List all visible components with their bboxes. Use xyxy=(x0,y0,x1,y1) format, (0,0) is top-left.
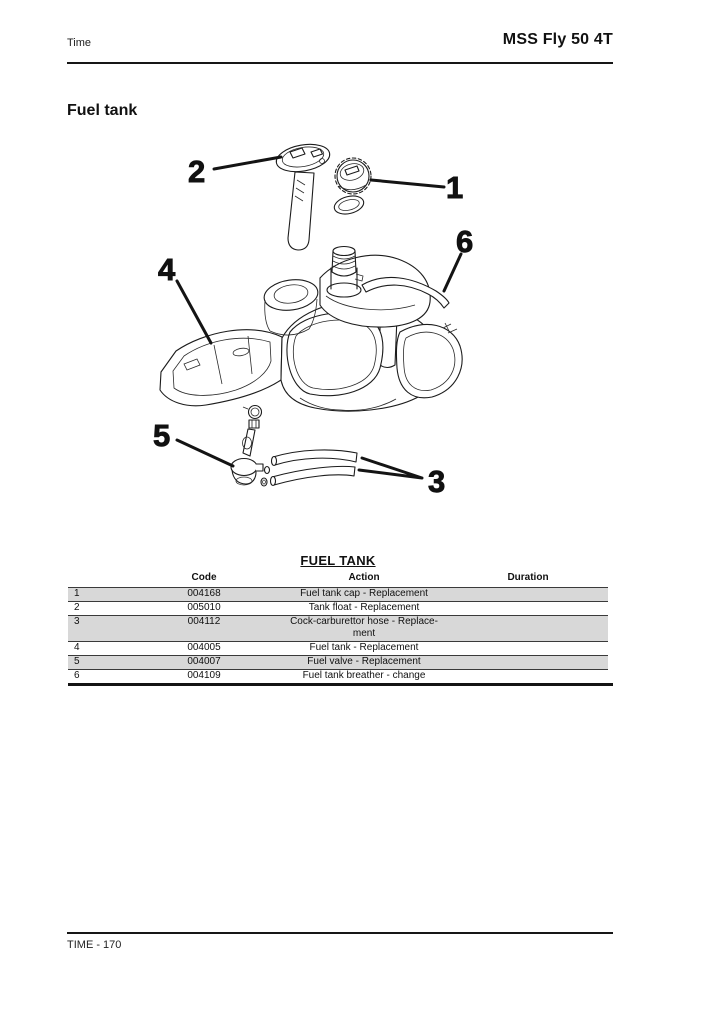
fuel-tank-body xyxy=(159,245,463,412)
column-header-num xyxy=(68,571,128,588)
callout-2: 2 xyxy=(188,154,205,189)
page-number: TIME - 170 xyxy=(67,939,122,951)
callout-4: 4 xyxy=(158,252,176,287)
cell-code: 004112 xyxy=(187,616,221,627)
cell-duration xyxy=(448,656,608,670)
cell-action: Fuel tank breather - change xyxy=(302,670,426,681)
cell-code: 004168 xyxy=(187,588,221,599)
table-header-row: Code Action Duration xyxy=(68,571,608,588)
carburettor-hoses xyxy=(269,449,358,487)
running-header-title: MSS Fly 50 4T xyxy=(502,31,613,48)
table-bottom-rule xyxy=(68,683,613,686)
footer-rule xyxy=(67,932,613,934)
cell-duration xyxy=(448,588,608,602)
column-header-code: Code xyxy=(191,572,217,583)
cell-num: 2 xyxy=(74,602,80,613)
callout-1: 1 xyxy=(446,170,463,205)
callout-6: 6 xyxy=(456,224,473,259)
cell-duration xyxy=(448,602,608,616)
fuel-tank-cap xyxy=(333,157,372,215)
column-header-duration: Duration xyxy=(507,572,549,583)
cell-duration xyxy=(448,616,608,642)
table-row: 2 005010 Tank float - Replacement xyxy=(68,601,608,616)
tank-float-unit xyxy=(275,143,331,251)
cell-action: Fuel tank - Replacement xyxy=(309,642,419,653)
table-row: 4 004005 Fuel tank - Replacement xyxy=(68,641,608,656)
cell-num: 1 xyxy=(74,588,80,599)
table-title-wrap: FUEL TANK xyxy=(68,552,608,570)
fuel-valve xyxy=(230,404,271,487)
header-rule xyxy=(67,62,613,64)
cell-code: 004109 xyxy=(187,670,221,681)
table-row: 6 004109 Fuel tank breather - change xyxy=(68,669,608,684)
table-row: 3 004112 Cock-carburettor hose - Replace… xyxy=(68,615,608,642)
cell-num: 3 xyxy=(74,616,80,627)
cell-duration xyxy=(448,670,608,684)
fuel-tank-exploded-diagram: 1 2 3 4 5 6 xyxy=(153,143,474,500)
cell-action: Fuel tank cap - Replacement xyxy=(300,588,428,599)
callout-3: 3 xyxy=(428,464,445,499)
breather-hose xyxy=(361,276,450,309)
callout-numbers: 1 2 3 4 5 6 xyxy=(153,154,474,500)
table-row: 5 004007 Fuel valve - Replacement xyxy=(68,655,608,670)
table-row: 1 004168 Fuel tank cap - Replacement xyxy=(68,587,608,602)
cell-code: 004007 xyxy=(187,656,221,667)
page-title: Fuel tank xyxy=(67,102,138,119)
cell-num: 4 xyxy=(74,642,80,653)
cell-num: 6 xyxy=(74,670,80,681)
callout-5: 5 xyxy=(153,418,170,453)
cell-duration xyxy=(448,642,608,656)
callout-leader-lines xyxy=(175,155,463,480)
table-title: FUEL TANK xyxy=(300,553,376,568)
cell-num: 5 xyxy=(74,656,80,667)
column-header-action: Action xyxy=(348,572,380,583)
cell-code: 004005 xyxy=(187,642,221,653)
cell-action: Tank float - Replacement xyxy=(308,602,420,613)
cell-action: Fuel valve - Replacement xyxy=(307,656,421,667)
fuel-tank-parts-table: Code Action Duration 1 004168 Fuel tank … xyxy=(68,571,608,683)
cell-action: Cock-carburettor hose - Replace- ment xyxy=(290,616,438,639)
cell-code: 005010 xyxy=(187,602,221,613)
running-header-left: Time xyxy=(67,37,92,49)
